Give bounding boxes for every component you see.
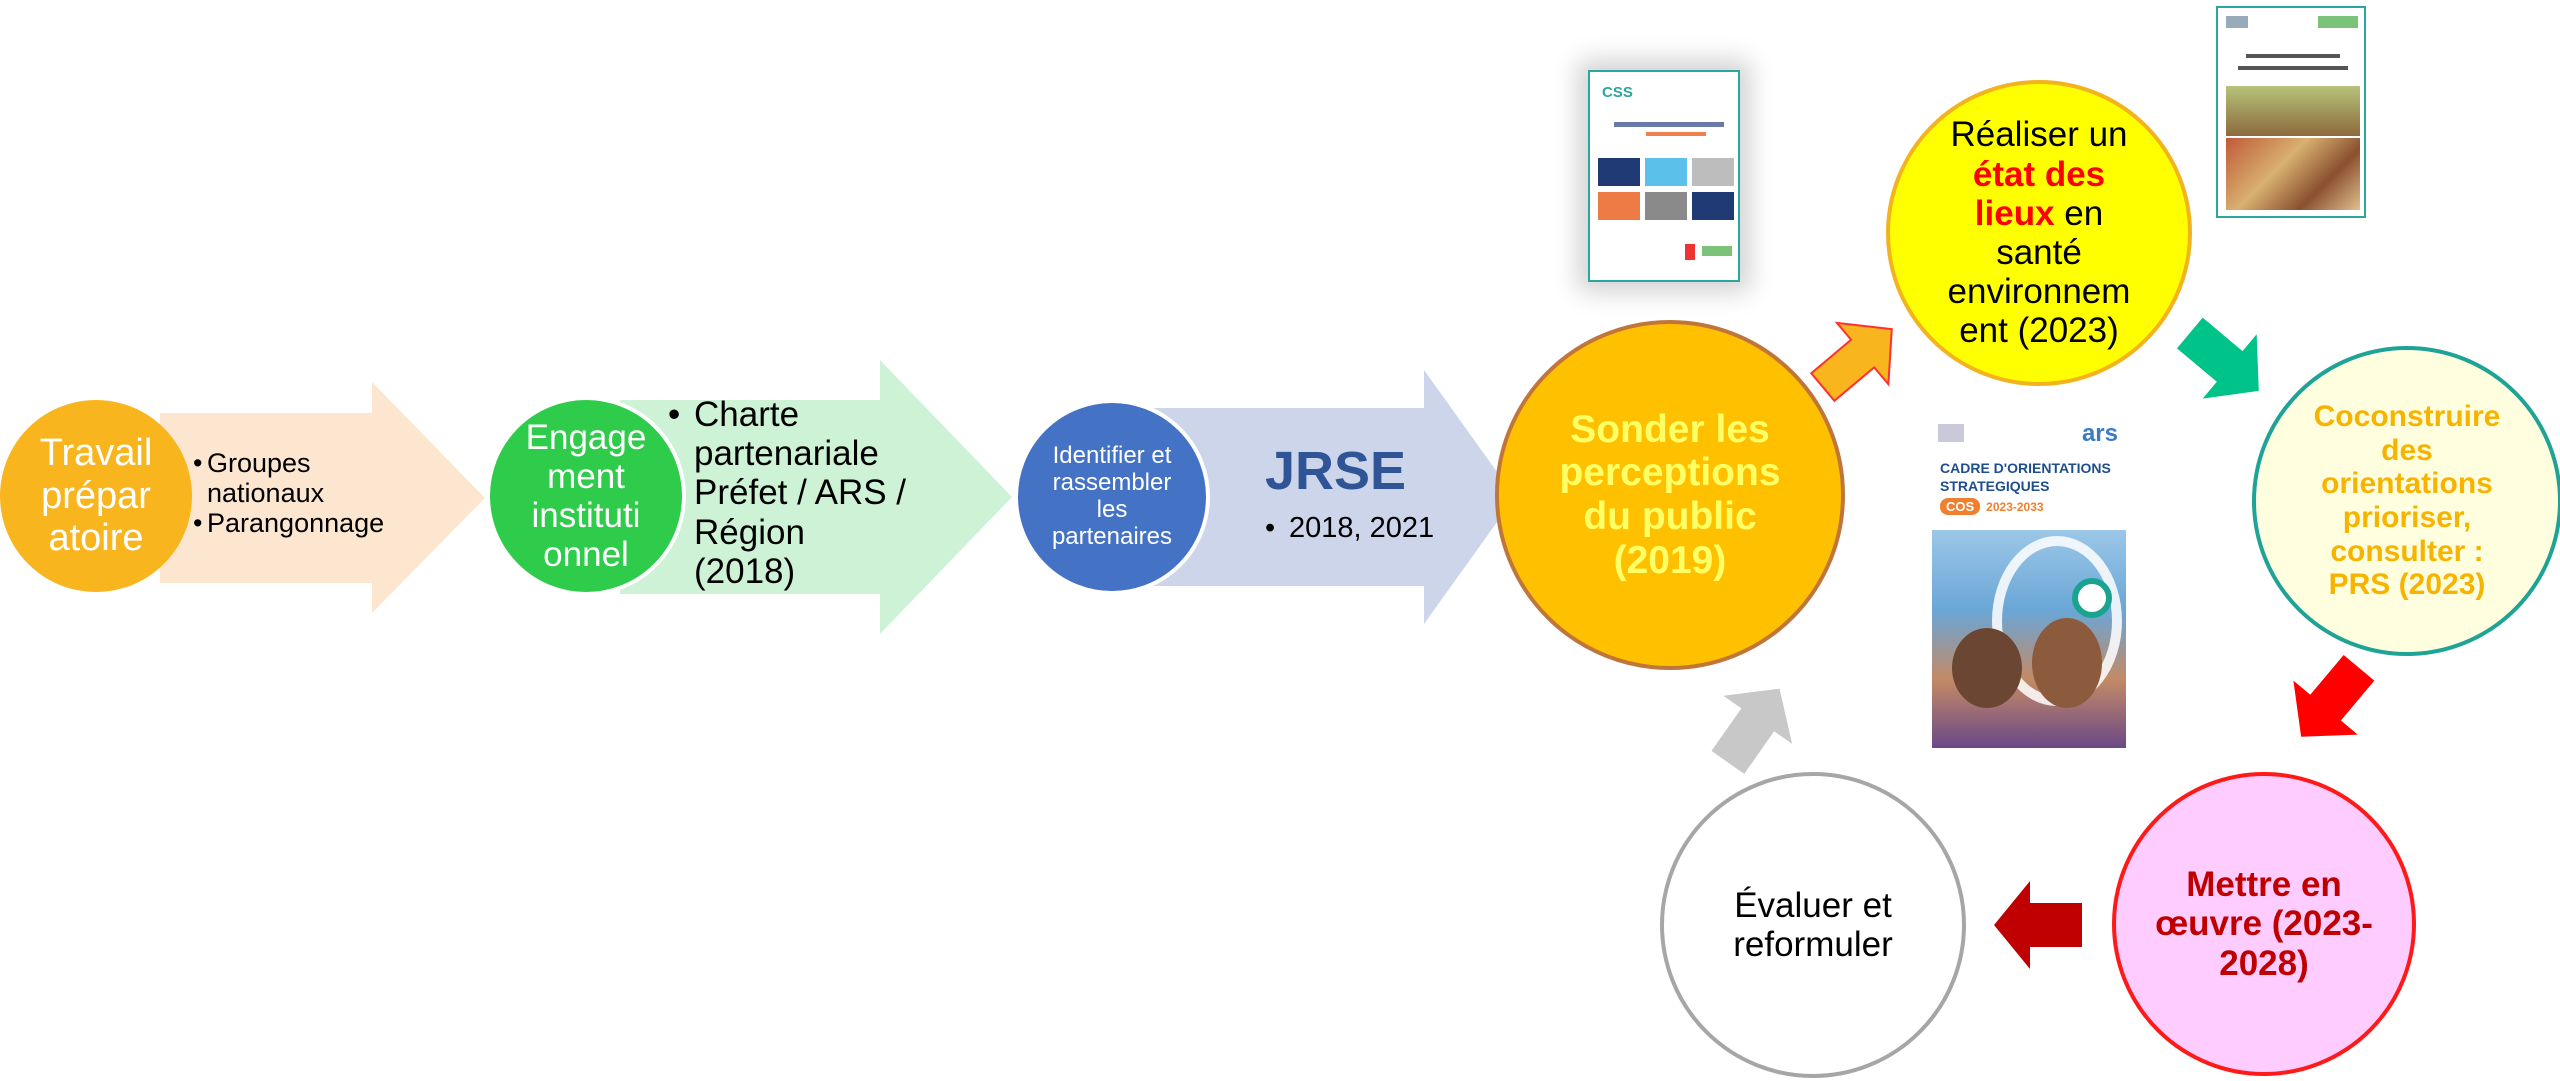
stage1-bullets: Groupes nationaux Parangonnage (193, 448, 423, 539)
stage2-bullets: Charte partenariale Préfet / ARS / Régio… (668, 395, 908, 591)
arrow-mettre-to-evaluer (1994, 881, 2082, 969)
cos-cover-years: 2023-2033 (1986, 499, 2044, 514)
cos-cover-badge: COS (1940, 498, 1981, 515)
evaluer-label: Évaluer et reformuler (1733, 885, 1893, 964)
arrow-coconstruire-to-mettre (2293, 654, 2375, 737)
sonder-label: Sonder les perceptions du public (2019) (1559, 407, 1781, 582)
etat-circle: Réaliser un état des lieux en santé envi… (1886, 80, 2192, 386)
stage3-bullets: 2018, 2021 (1265, 512, 1434, 545)
arrow-etat-to-coconstruire (2176, 317, 2259, 399)
coconstruire-circle: Coconstruire des orientations prioriser,… (2252, 346, 2560, 656)
evaluer-circle: Évaluer et reformuler (1660, 772, 1966, 1078)
arrow-sonder-to-etat (1809, 321, 1893, 403)
report-cover-image: CSS (1588, 70, 1740, 282)
field-report-image (2216, 6, 2366, 218)
sonder-circle: Sonder les perceptions du public (2019) (1495, 320, 1845, 670)
stage3-bullet: 2018, 2021 (1265, 512, 1434, 545)
etat-label: Réaliser un état des lieux en santé envi… (1934, 115, 2144, 350)
stage1-bullet: Parangonnage (193, 508, 423, 538)
cos-cover-image: ars CADRE D'ORIENTATIONS STRATEGIQUES CO… (1932, 418, 2126, 748)
report-cover-logo: CSS (1602, 84, 1633, 101)
stage1-bullet: Groupes nationaux (193, 448, 423, 508)
stage3-heading: JRSE (1265, 441, 1407, 501)
stage2-circle: Engage ment instituti onnel (486, 396, 686, 596)
mettre-label: Mettre en œuvre (2023-2028) (2155, 865, 2373, 983)
stage2-circle-label: Engage ment instituti onnel (525, 417, 647, 575)
coconstruire-label: Coconstruire des orientations prioriser,… (2313, 400, 2501, 602)
arrow-evaluer-to-sonder (1711, 688, 1793, 774)
mettre-circle: Mettre en œuvre (2023-2028) (2112, 772, 2416, 1076)
stage3-circle-label: Identifier et rassembler les partenaires (1051, 442, 1173, 550)
stage1-circle-label: Travail prépar atoire (39, 432, 153, 560)
etat-label-highlight: état des lieux (1972, 154, 2106, 233)
stage2-bullet: Charte partenariale Préfet / ARS / Régio… (668, 395, 908, 591)
cos-cover-title: CADRE D'ORIENTATIONS STRATEGIQUES (1940, 460, 2111, 494)
stage1-circle: Travail prépar atoire (0, 400, 192, 592)
etat-label-part2: en santé environnem ent (2023) (1947, 193, 2131, 351)
etat-label-part1: Réaliser un (1950, 115, 2128, 155)
stage3-circle: Identifier et rassembler les partenaires (1014, 399, 1210, 595)
cos-cover-brand: ars (2081, 420, 2118, 447)
stage3-arrow (1150, 370, 1515, 624)
